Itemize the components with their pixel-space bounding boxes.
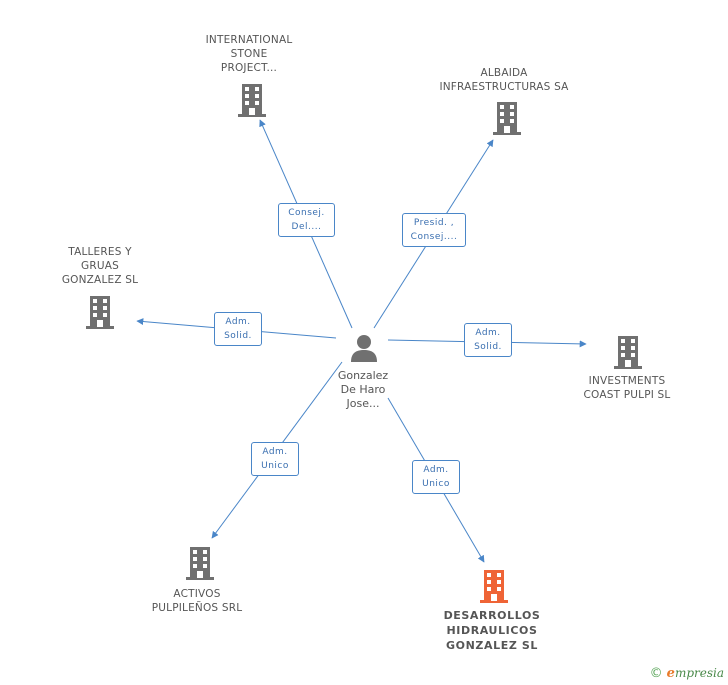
company-label-talleres[interactable]: TALLERES Y GRUAS GONZALEZ SL [61, 246, 139, 286]
brand-rest: mpresia [674, 666, 724, 680]
building-icon[interactable] [86, 296, 114, 329]
edge-label-desarrollos[interactable]: Adm. Unico [412, 460, 460, 494]
building-icon[interactable] [493, 102, 521, 135]
company-label-activos[interactable]: ACTIVOS PULPILEÑOS SRL [151, 588, 243, 614]
edge-label-investments[interactable]: Adm. Solid. [464, 323, 512, 357]
copyright-symbol: © [649, 666, 663, 681]
building-icon[interactable] [186, 547, 214, 580]
company-label-desarrollos[interactable]: DESARROLLOS HIDRAULICOS GONZALEZ SL [443, 609, 541, 652]
edge-label-activos[interactable]: Adm. Unico [251, 442, 299, 476]
building-icon[interactable] [614, 336, 642, 369]
edge-label-albaida[interactable]: Presid. , Consej.... [402, 213, 466, 247]
company-label-international-stone[interactable]: INTERNATIONAL STONE PROJECT... [205, 34, 293, 74]
brand-initial: e [666, 666, 675, 681]
building-icon[interactable] [236, 84, 268, 118]
brand-logo: empresia [666, 666, 724, 681]
footer-brand: ©empresia [650, 666, 724, 681]
company-label-investments[interactable]: INVESTMENTS COAST PULPI SL [583, 375, 671, 401]
person-icon[interactable] [351, 335, 377, 362]
edge-label-talleres[interactable]: Adm. Solid. [214, 312, 262, 346]
building-main-icon[interactable] [480, 570, 508, 603]
person-label[interactable]: Gonzalez De Haro Jose... [337, 369, 389, 410]
edge-label-international-stone[interactable]: Consej. Del.... [278, 203, 335, 237]
company-label-albaida[interactable]: ALBAIDA INFRAESTRUCTURAS SA [439, 67, 569, 93]
